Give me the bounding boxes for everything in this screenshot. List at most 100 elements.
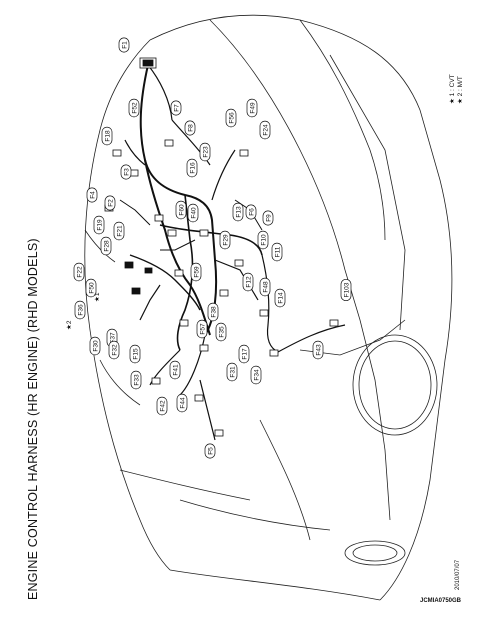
- connector-badge: [93, 215, 105, 235]
- connector-f41: F41: [169, 360, 181, 380]
- connector-f16: F16: [186, 158, 198, 178]
- connector-badge: [129, 344, 141, 364]
- connector-label: F57: [199, 323, 206, 335]
- connector-badge: [238, 344, 250, 364]
- connector-badge: [232, 202, 244, 222]
- connector-label: F18: [104, 130, 111, 142]
- connector-label: F3: [123, 168, 130, 176]
- connector-label: F44: [179, 397, 186, 409]
- connector-label: F30: [92, 340, 99, 352]
- connector-f28: F28: [100, 236, 112, 256]
- connector-f59: F59: [190, 262, 202, 282]
- connector-f1: F1: [118, 37, 130, 53]
- connector-label: F17: [241, 348, 248, 360]
- connector-f7: F7: [170, 100, 182, 116]
- connector-f50: F50: [85, 278, 97, 298]
- connector-f2: F2: [104, 195, 116, 211]
- connector-badge: [186, 158, 198, 178]
- connector-badge: [242, 272, 254, 292]
- connector-badge: [340, 278, 352, 302]
- connector-badge: [271, 242, 283, 262]
- harness-connector-shapes: [104, 57, 339, 437]
- diagram-date: 2010/07/07: [455, 559, 461, 590]
- option-mark-2: ★2: [65, 320, 73, 330]
- connector-badge: [246, 98, 258, 118]
- connector-f19: F19: [93, 215, 105, 235]
- connector-label: F23: [202, 146, 209, 158]
- connector-badge: [118, 37, 130, 53]
- connector-badge: [225, 108, 237, 128]
- connector-f49: F49: [246, 98, 258, 118]
- connector-label: F60: [178, 204, 185, 216]
- connector-f31: F31: [226, 362, 238, 382]
- connector-badge: [108, 340, 120, 360]
- connector-label: F35: [218, 326, 225, 338]
- connector-label: F103: [343, 282, 350, 297]
- connector-badge: [219, 230, 231, 250]
- connector-label: F50: [88, 282, 95, 294]
- connector-badge: [199, 142, 211, 162]
- connector-badge: [259, 120, 271, 140]
- connector-badge: [101, 126, 113, 146]
- connector-f3: F3: [120, 164, 132, 180]
- connector-f15: F15: [129, 344, 141, 364]
- connector-f10: F10: [257, 230, 269, 250]
- connector-badge: [169, 360, 181, 380]
- connector-f48: F48: [259, 277, 271, 297]
- connector-f40: F40: [187, 203, 199, 223]
- connector-badge: [204, 443, 216, 459]
- diagram-title: ENGINE CONTROL HARNESS (HR ENGINE) (RHD …: [26, 238, 40, 600]
- vehicle-body-outline: [84, 14, 453, 601]
- connector-label: F2: [107, 199, 114, 207]
- connector-badge: [128, 98, 140, 118]
- connector-badge: [226, 362, 238, 382]
- connector-badge: [187, 203, 199, 223]
- connector-badge: [190, 262, 202, 282]
- connector-badge: [85, 278, 97, 298]
- connector-f56: F56: [225, 108, 237, 128]
- connector-badge: [184, 120, 196, 136]
- connector-f23: F23: [199, 142, 211, 162]
- connector-f4: F4: [86, 187, 98, 203]
- connector-badge: [120, 164, 132, 180]
- connector-label: F5: [207, 447, 214, 455]
- connector-label: F22: [76, 266, 83, 278]
- connector-label: F48: [262, 281, 269, 293]
- connector-f12: F12: [242, 272, 254, 292]
- connector-label: F19: [96, 219, 103, 231]
- connector-f5: F5: [204, 443, 216, 459]
- connector-badge: [73, 262, 85, 282]
- connector-badge: [113, 221, 125, 241]
- connector-badge: [259, 277, 271, 297]
- connector-label: F14: [277, 292, 284, 304]
- connector-badge: [89, 336, 101, 356]
- connector-label: F28: [103, 240, 110, 252]
- connector-f8: F8: [184, 120, 196, 136]
- connector-f24: F24: [259, 120, 271, 140]
- connector-badge: [156, 396, 168, 416]
- connector-f22: F22: [73, 262, 85, 282]
- connector-label: F21: [116, 225, 123, 237]
- connector-f103: F103: [340, 278, 352, 302]
- connector-label: F31: [229, 366, 236, 378]
- connector-badge: [175, 200, 187, 220]
- connector-label: F38: [210, 306, 217, 318]
- connector-f9: F9: [262, 210, 274, 226]
- connector-badge: [245, 204, 257, 220]
- connector-badge: [250, 365, 262, 385]
- connector-f38: F38: [207, 302, 219, 322]
- connector-label: F10: [260, 234, 267, 246]
- connector-badge: [257, 230, 269, 250]
- connector-label: F13: [235, 206, 242, 218]
- connector-f18: F18: [101, 126, 113, 146]
- connector-label: F24: [262, 124, 269, 136]
- connector-f30: F30: [89, 336, 101, 356]
- connector-label: F16: [189, 162, 196, 174]
- connector-f21: F21: [113, 221, 125, 241]
- option-mark-1: ★1: [93, 292, 101, 302]
- connector-f35: F35: [215, 322, 227, 342]
- connector-f33: F33: [130, 370, 142, 390]
- connector-label: F8: [187, 124, 194, 132]
- connector-label: F36: [77, 304, 84, 316]
- connector-f57: F57: [196, 319, 208, 339]
